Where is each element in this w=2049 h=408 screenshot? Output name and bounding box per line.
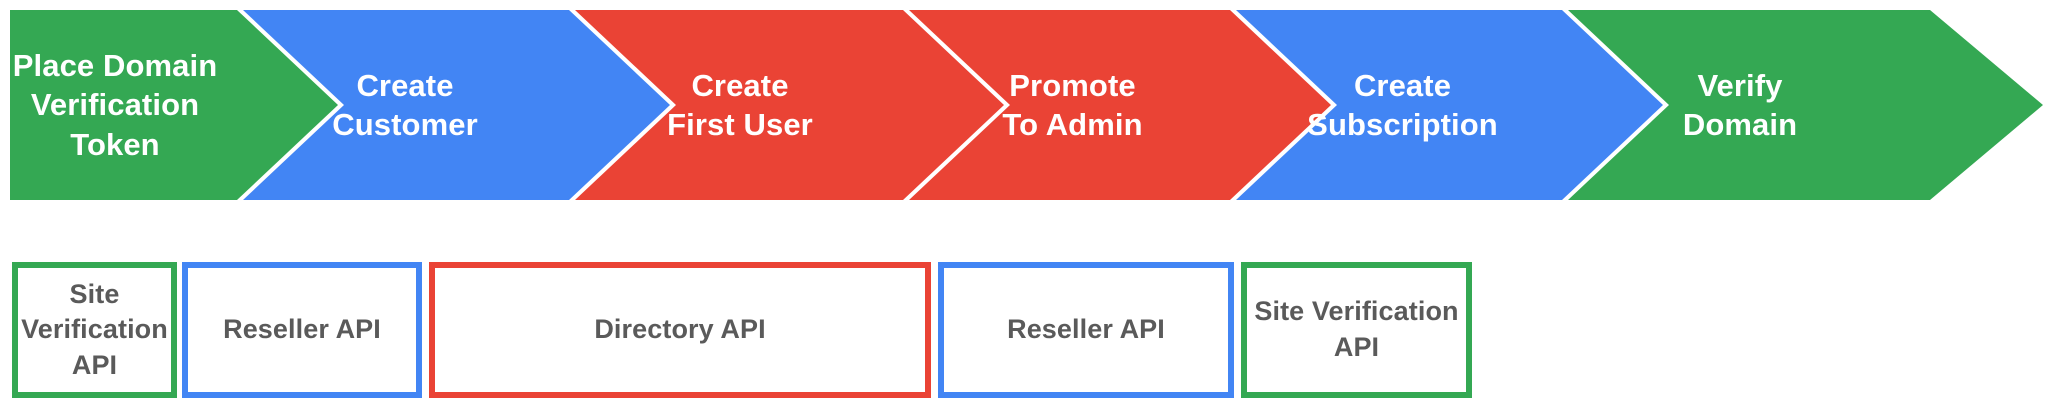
- chevron-step-2[interactable]: [243, 10, 670, 200]
- api-box-4[interactable]: Reseller API: [938, 262, 1234, 398]
- api-box-3[interactable]: Directory API: [429, 262, 931, 398]
- chevron-step-5[interactable]: [1236, 10, 1663, 200]
- chevron-step-3[interactable]: [575, 10, 1004, 200]
- api-box-5[interactable]: Site Verification API: [1241, 262, 1472, 398]
- chevron-step-6[interactable]: [1568, 10, 2043, 200]
- api-box-1[interactable]: Site Verification API: [12, 262, 177, 398]
- chevron-step-4[interactable]: [909, 10, 1331, 200]
- chevron-step-1[interactable]: [10, 10, 338, 200]
- api-box-2[interactable]: Reseller API: [182, 262, 422, 398]
